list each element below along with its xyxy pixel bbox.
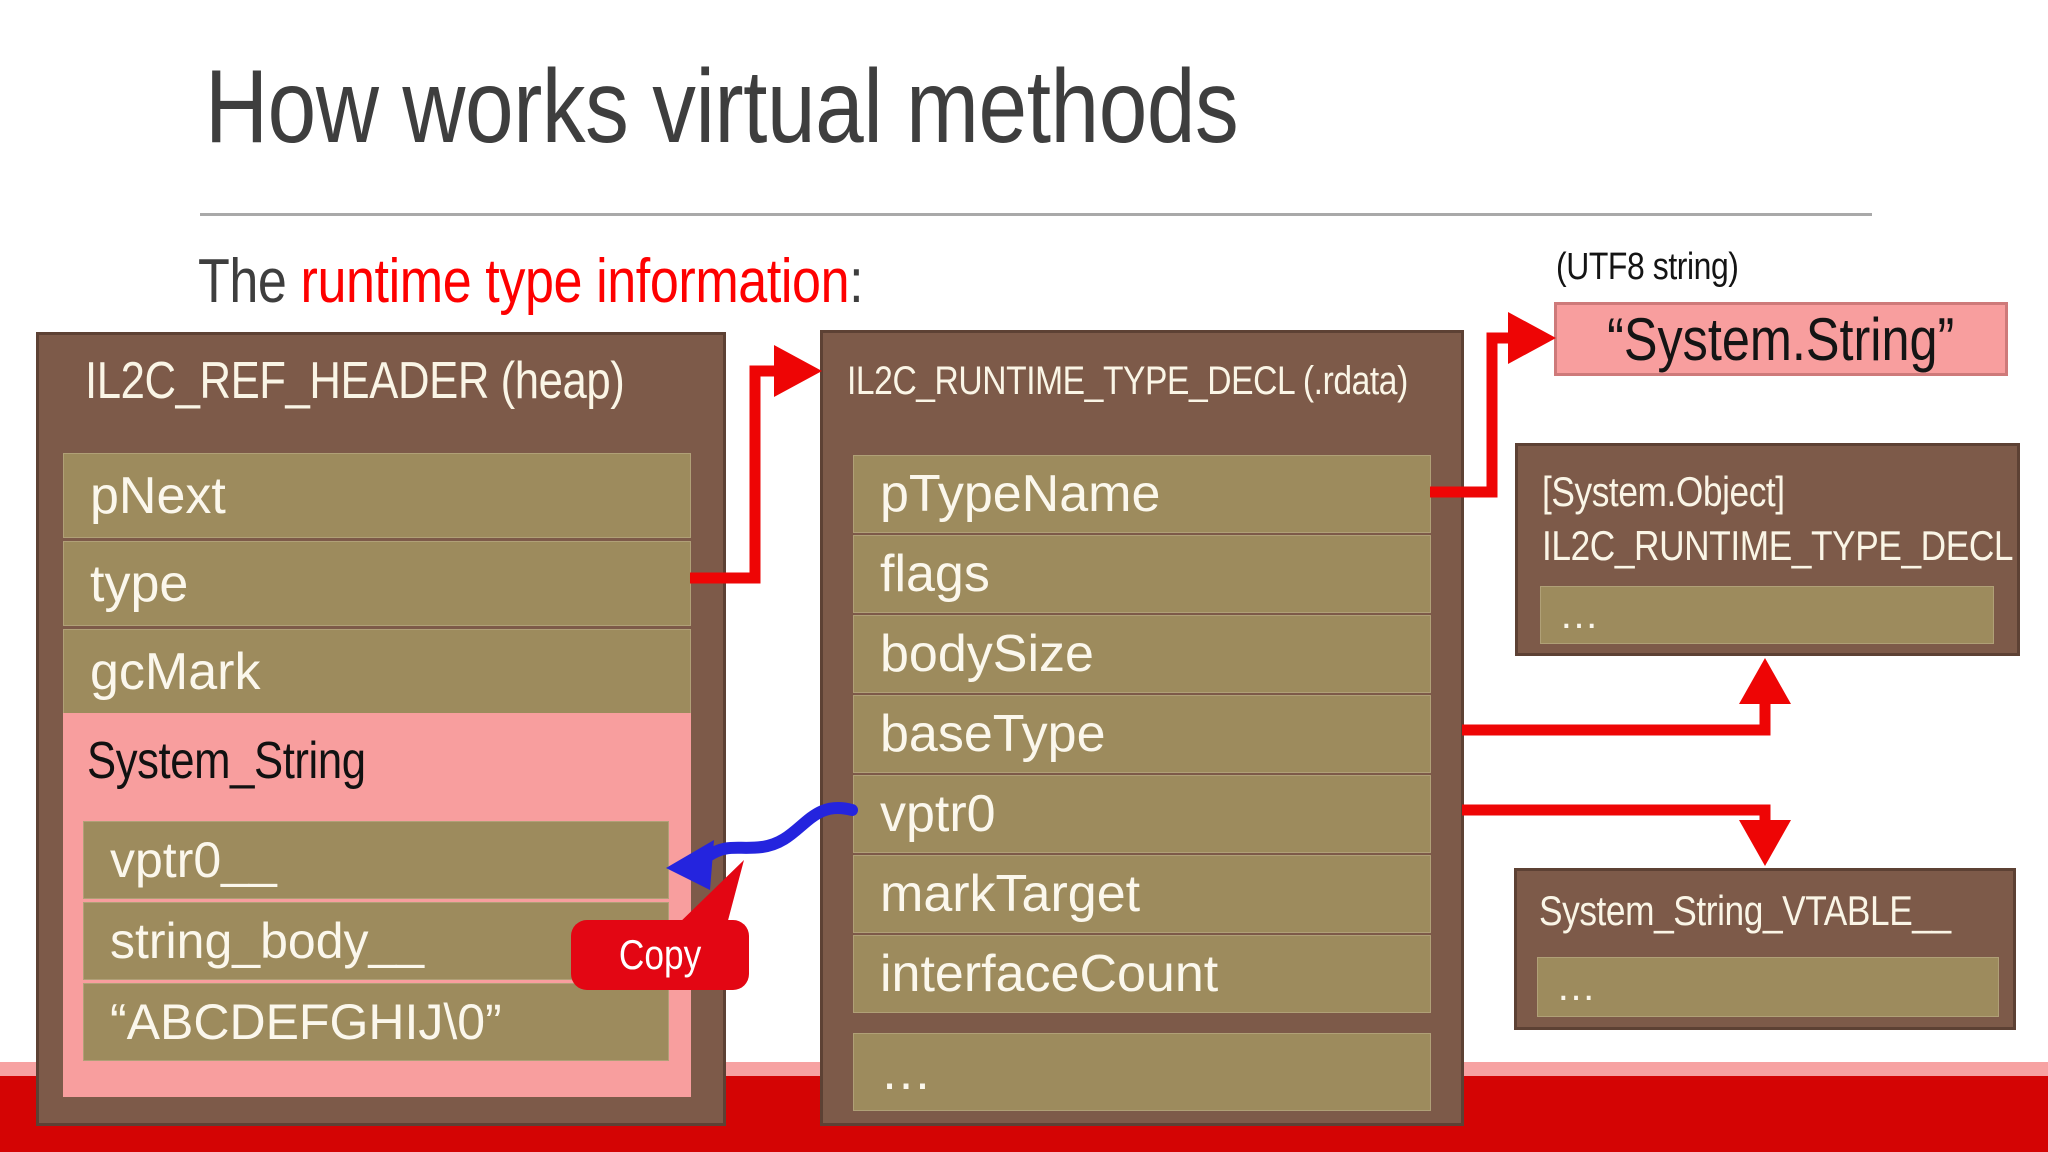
field-label: vptr0__ <box>110 832 277 888</box>
system-string-instance-title: System_String <box>87 731 419 791</box>
arrowhead-right-icon <box>1508 312 1556 364</box>
field-label: … <box>880 1043 932 1101</box>
arrowhead-down-icon <box>1739 820 1791 866</box>
utf8-string-label-text: (UTF8 string) <box>1556 246 1739 288</box>
field-label: markTarget <box>880 865 1141 923</box>
field-label: … <box>1559 592 1599 637</box>
field-label: baseType <box>880 705 1106 763</box>
subtitle-highlight: runtime type information <box>300 247 850 316</box>
arrow-vptr0-to-vtable <box>1462 804 1791 866</box>
field-label: pTypeName <box>880 465 1161 523</box>
field-row-gcmark: gcMark <box>63 629 691 714</box>
field-row-ptypename: pTypeName <box>853 455 1431 533</box>
subtitle: The runtime type information: <box>198 246 990 317</box>
field-label: pNext <box>90 466 226 525</box>
field-row-vptr0: vptr0 <box>853 775 1431 853</box>
il2c-runtime-type-decl-title-text: IL2C_RUNTIME_TYPE_DECL (.rdata) <box>847 359 1408 403</box>
field-row-basetype: baseType <box>853 695 1431 773</box>
arrow-line <box>1462 700 1771 736</box>
il2c-runtime-type-decl-box: IL2C_RUNTIME_TYPE_DECL (.rdata) pTypeNam… <box>820 330 1464 1126</box>
field-row-flags: flags <box>853 535 1431 613</box>
field-label: type <box>90 554 189 613</box>
il2c-runtime-type-decl-title: IL2C_RUNTIME_TYPE_DECL (.rdata) <box>847 359 1515 404</box>
field-label: gcMark <box>90 642 261 701</box>
system-string-literal-text: “System.String” <box>1607 305 1955 373</box>
field-row-more: … <box>1540 586 1994 644</box>
system-string-instance-panel: System_String vptr0__ string_body__ “ABC… <box>63 713 691 1097</box>
system-string-instance-title-text: System_String <box>87 732 366 790</box>
arrow-line <box>1462 804 1771 826</box>
system-object-line2-text: IL2C_RUNTIME_TYPE_DECL <box>1542 522 2014 569</box>
system-object-runtime-type-box: [System.Object] IL2C_RUNTIME_TYPE_DECL … <box>1515 443 2020 656</box>
system-object-line2: IL2C_RUNTIME_TYPE_DECL <box>1542 522 2048 570</box>
field-row-marktarget: markTarget <box>853 855 1431 933</box>
il2c-ref-header-title: IL2C_REF_HEADER (heap) <box>85 351 727 411</box>
system-string-literal-box: “System.String” <box>1554 302 2008 376</box>
field-row-string-body: string_body__ <box>83 902 669 980</box>
copy-callout: Copy <box>571 920 749 990</box>
field-row-type: type <box>63 541 691 626</box>
arrowhead-right-icon <box>774 345 822 397</box>
field-row-bodysize: bodySize <box>853 615 1431 693</box>
arrow-basetype-to-system-object <box>1462 658 1791 736</box>
copy-callout-label: Copy <box>618 931 702 978</box>
utf8-string-label: (UTF8 string) <box>1556 246 1773 289</box>
field-label: “ABCDEFGHIJ\0” <box>110 994 502 1050</box>
field-label: … <box>1556 964 1596 1009</box>
system-string-vtable-title-text: System_String_VTABLE__ <box>1539 887 1951 934</box>
subtitle-prefix: The <box>198 247 301 316</box>
page-title-text: How works virtual methods <box>205 49 1239 165</box>
subtitle-suffix: : <box>849 247 864 316</box>
subtitle-text: The runtime type information: <box>198 246 864 317</box>
system-object-line1: [System.Object] <box>1542 468 1831 516</box>
field-label: bodySize <box>880 625 1094 683</box>
field-label: interfaceCount <box>880 945 1219 1003</box>
field-row-more: … <box>1537 957 1999 1017</box>
field-label: vptr0 <box>880 785 996 843</box>
system-object-line1-text: [System.Object] <box>1542 468 1785 515</box>
field-row-string-data: “ABCDEFGHIJ\0” <box>83 983 669 1061</box>
field-label: string_body__ <box>110 913 425 969</box>
title-divider <box>200 213 1872 216</box>
field-row-interfacecount: interfaceCount <box>853 935 1431 1013</box>
system-string-vtable-box: System_String_VTABLE__ … <box>1514 868 2016 1030</box>
page-title: How works virtual methods <box>205 48 1435 167</box>
il2c-ref-header-title-text: IL2C_REF_HEADER (heap) <box>85 352 625 410</box>
field-row-vptr0-instance: vptr0__ <box>83 821 669 899</box>
arrowhead-up-icon <box>1739 658 1791 704</box>
field-label: flags <box>880 545 990 603</box>
field-row-more: … <box>853 1033 1431 1111</box>
field-row-pnext: pNext <box>63 453 691 538</box>
il2c-ref-header-box: IL2C_REF_HEADER (heap) pNext type gcMark… <box>36 332 726 1126</box>
system-string-vtable-title: System_String_VTABLE__ <box>1539 887 2029 935</box>
